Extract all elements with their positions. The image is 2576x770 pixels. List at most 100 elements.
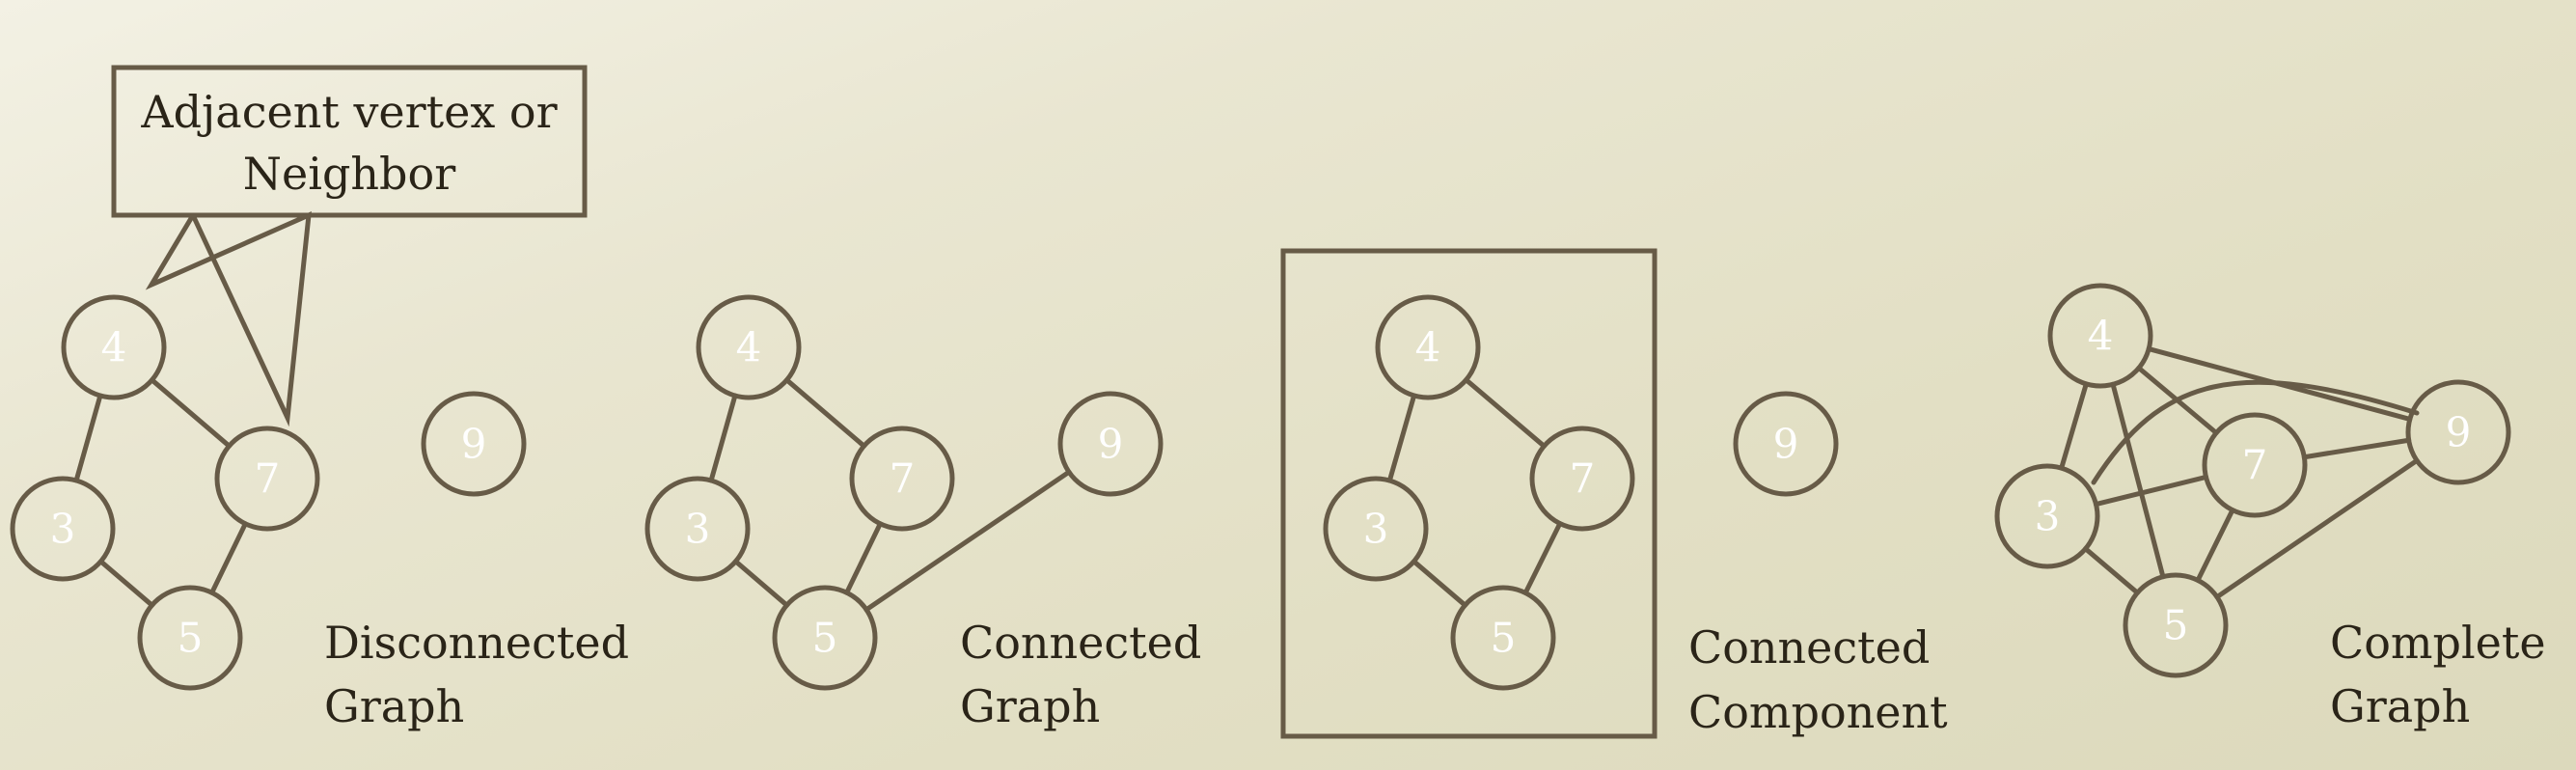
vertex-circle: [137, 585, 243, 691]
vertex-circle: [1450, 585, 1556, 691]
label-complete-line1: Complete: [2330, 617, 2546, 669]
vertex-circle: [1994, 463, 2100, 569]
label-connected-line1: Connected: [960, 617, 1201, 669]
vertex-label: 4: [101, 324, 127, 371]
vertex-7: 7: [1529, 426, 1635, 532]
vertex-5: 5: [1450, 585, 1556, 691]
label-component-line1: Connected: [1688, 621, 1930, 674]
label-connected-line2: Graph: [960, 680, 1100, 732]
vertex-label: 5: [2163, 602, 2189, 649]
vertex-label: 4: [2088, 313, 2114, 360]
vertex-circle: [214, 426, 320, 532]
vertex-circle: [772, 585, 878, 691]
vertex-circle: [1057, 391, 1164, 497]
vertex-4: 4: [61, 294, 167, 400]
edge-7-9: [2301, 437, 2412, 460]
graph-disconnected: 4 7 3 5 9: [10, 294, 527, 691]
vertex-9: 9: [421, 391, 527, 497]
edge-7-5: [2195, 508, 2235, 583]
vertex-circle: [2405, 379, 2511, 485]
vertex-label: 9: [1773, 421, 1799, 468]
edge-4-7: [1464, 377, 1547, 449]
vertex-label: 7: [2242, 442, 2268, 489]
edge-4-3: [1386, 393, 1417, 483]
vertex-3: 3: [1994, 463, 2100, 569]
edge-3-5: [733, 559, 789, 608]
label-component-line2: Component: [1688, 686, 1948, 738]
vertex-label: 5: [1491, 615, 1517, 662]
vertex-4: 4: [2047, 283, 2153, 389]
edge-3-7: [2093, 474, 2209, 508]
vertex-label: 4: [736, 324, 762, 371]
vertex-9: 9: [1057, 391, 1164, 497]
edge-4-3: [73, 393, 103, 483]
vertex-3: 3: [1323, 476, 1429, 582]
label-disconnected-line1: Disconnected: [324, 617, 629, 669]
vertex-5: 5: [137, 585, 243, 691]
label-complete-line2: Graph: [2330, 680, 2470, 732]
vertex-7: 7: [214, 426, 320, 532]
callout-text-line1: Adjacent vertex or: [140, 86, 557, 138]
edge-7-5: [844, 521, 883, 595]
label-disconnected-line2: Graph: [324, 680, 464, 732]
edge-3-5: [1411, 559, 1467, 608]
vertex-circle: [1375, 294, 1481, 400]
vertex-3: 3: [10, 476, 116, 582]
vertex-9: 9: [2405, 379, 2511, 485]
callout-text-line2: Neighbor: [243, 148, 455, 200]
edge-4-3: [2059, 381, 2089, 471]
vertex-circle: [1529, 426, 1635, 532]
vertex-circle: [2047, 283, 2153, 389]
vertex-circle: [849, 426, 955, 532]
vertex-circle: [1323, 476, 1429, 582]
vertex-label: 3: [50, 506, 76, 553]
vertex-label: 9: [2446, 409, 2472, 456]
vertex-5: 5: [2123, 572, 2229, 678]
edge-4-5: [2110, 381, 2166, 580]
callout-pointer: [145, 210, 312, 427]
vertex-circle: [10, 476, 116, 582]
vertex-label: 7: [890, 455, 916, 503]
edge-3-5: [2083, 546, 2140, 595]
vertex-circle: [421, 391, 527, 497]
vertex-5: 5: [772, 585, 878, 691]
vertex-circle: [644, 476, 751, 582]
edge-5-9: [2214, 457, 2420, 600]
vertex-label: 5: [178, 615, 204, 662]
vertex-label: 3: [1363, 506, 1389, 553]
edge-4-7: [150, 377, 232, 449]
edge-4-3: [708, 393, 738, 483]
vertex-label: 7: [255, 455, 281, 503]
callout-box: [111, 65, 588, 218]
graph-complete: 4 7 3 5 9: [1994, 283, 2511, 678]
edge-3-9: [2091, 379, 2420, 485]
vertex-label: 3: [2035, 493, 2061, 540]
graph-connected: 4 7 3 5 9: [644, 294, 1164, 691]
vertex-label: 4: [1415, 324, 1441, 371]
component-box: [1280, 248, 1658, 739]
vertex-label: 9: [1098, 421, 1124, 468]
edge-7-5: [209, 521, 248, 595]
vertex-3: 3: [644, 476, 751, 582]
vertex-7: 7: [2202, 412, 2308, 518]
vertex-circle: [61, 294, 167, 400]
edge-4-7: [784, 377, 866, 449]
vertex-circle: [1733, 391, 1839, 497]
vertex-circle: [696, 294, 802, 400]
edge-7-5: [1522, 521, 1563, 595]
edge-5-9: [863, 469, 1072, 613]
vertex-circle: [2202, 412, 2308, 518]
vertex-circle: [2123, 572, 2229, 678]
vertex-4: 4: [696, 294, 802, 400]
graph-component: 4 7 3 5 9: [1323, 294, 1839, 691]
vertex-label: 5: [812, 615, 838, 662]
vertex-label: 3: [685, 506, 711, 553]
callout: Adjacent vertex or Neighbor: [111, 65, 588, 427]
vertex-label: 9: [461, 421, 487, 468]
edge-3-5: [98, 559, 154, 608]
vertex-4: 4: [1375, 294, 1481, 400]
vertex-7: 7: [849, 426, 955, 532]
vertex-label: 7: [1570, 455, 1596, 503]
vertex-9: 9: [1733, 391, 1839, 497]
